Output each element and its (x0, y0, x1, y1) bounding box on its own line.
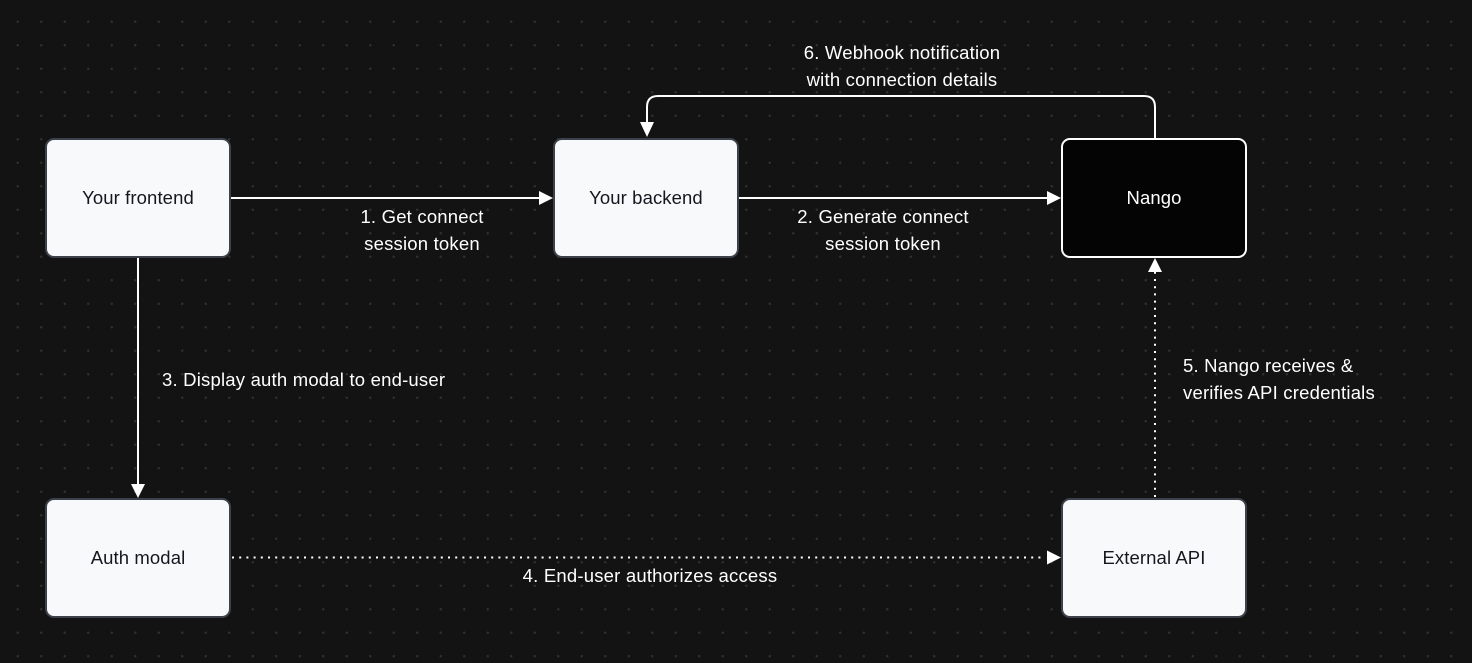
node-your-frontend: Your frontend (45, 138, 231, 258)
edge-label-verify-credentials: 5. Nango receives & verifies API credent… (1183, 355, 1375, 403)
edge-label-get-session-token: 1. Get connect session token (360, 206, 484, 254)
arrowhead-right-icon (1047, 191, 1061, 205)
edge-label-webhook-notification: 6. Webhook notification with connection … (803, 42, 1001, 90)
node-your-backend: Your backend (553, 138, 739, 258)
node-your-backend-label: Your backend (589, 187, 703, 208)
arrowhead-up-icon (1148, 258, 1162, 272)
edge-label-display-auth-modal: 3. Display auth modal to end-user (162, 369, 446, 390)
node-nango-label: Nango (1126, 187, 1182, 208)
node-auth-modal-label: Auth modal (90, 547, 186, 568)
node-external-api-label: External API (1102, 547, 1206, 568)
edge-display-auth-modal (131, 258, 145, 498)
arrowhead-down-icon (131, 484, 145, 498)
node-auth-modal: Auth modal (45, 498, 231, 618)
node-nango: Nango (1061, 138, 1247, 258)
edge-label-authorize-access: 4. End-user authorizes access (522, 565, 778, 586)
node-external-api: External API (1061, 498, 1247, 618)
node-your-frontend-label: Your frontend (82, 187, 194, 208)
arrowhead-down-icon (640, 122, 654, 137)
arrowhead-right-icon (1047, 550, 1061, 565)
edge-verify-credentials (1148, 258, 1162, 497)
edge-label-generate-session-token: 2. Generate connect session token (797, 206, 969, 254)
arrowhead-right-icon (539, 191, 553, 205)
edge-webhook-notification (640, 95, 1156, 138)
